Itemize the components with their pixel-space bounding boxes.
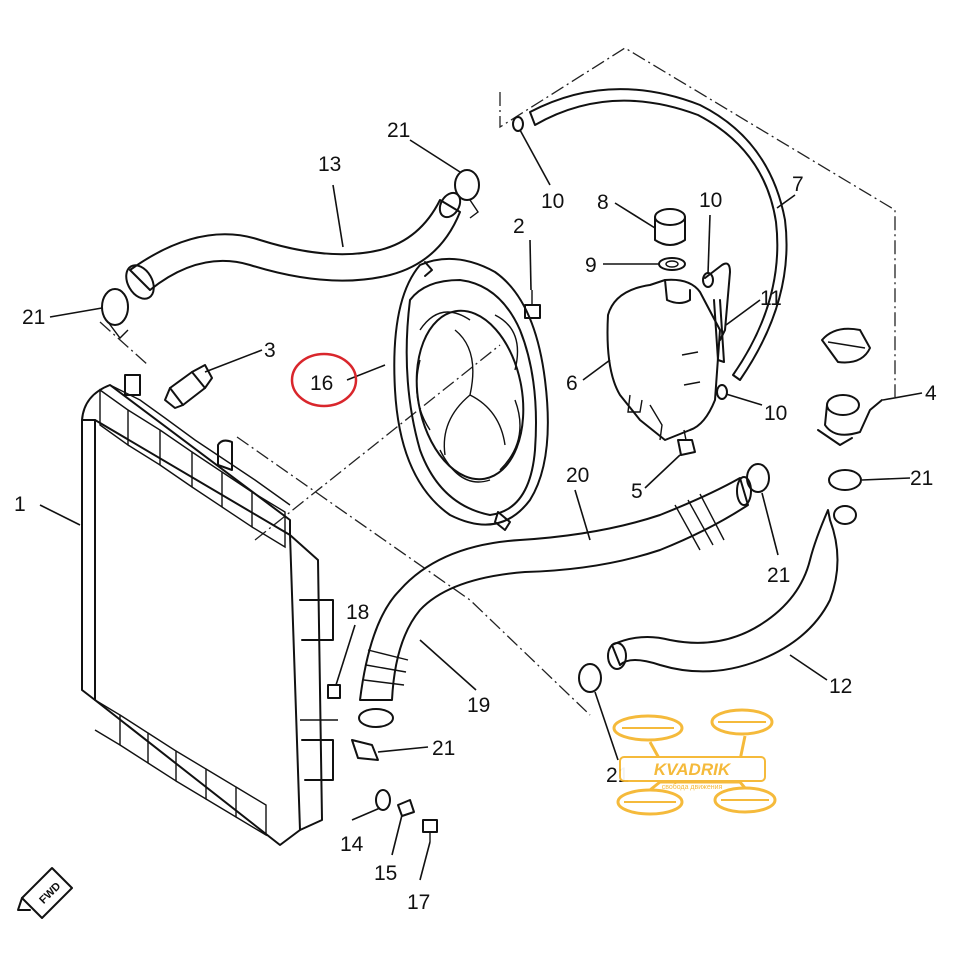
callout-12: 12 [829,675,852,698]
watermark-tagline: свобода движения [662,783,723,791]
filler-neck-housing [817,394,883,446]
highlight-circle [290,352,358,408]
callout-10-mid: 10 [699,189,722,212]
radiator: FWD [17,374,338,919]
hose-clamp-bottom [351,739,379,761]
callout-5: 5 [631,480,643,503]
callout-14: 14 [340,833,364,856]
upper-hose [125,191,462,300]
callout-15: 15 [374,862,397,885]
hose-clamp-upper-right [454,169,480,219]
hose-clip-10-low [716,384,728,400]
callout-19: 19 [467,694,490,717]
assembly-guide-lines [99,47,896,716]
callout-7: 7 [792,173,804,196]
hose-clip-10-top [512,116,524,132]
hose-clamp-right-mid [746,463,770,493]
callout-21-bottom: 21 [432,737,455,760]
bolt-2 [524,290,541,319]
callout-21-mid: 21 [767,564,790,587]
reservoir-cap [654,208,686,246]
washer-14 [375,789,391,811]
callout-8: 8 [597,191,609,214]
callout-17: 17 [407,891,430,914]
return-hose [607,505,857,673]
callout-3: 3 [264,339,276,362]
callout-16: 16 [310,372,333,395]
fwd-arrow-icon: FWD [17,867,73,919]
bolt-5 [677,429,696,456]
o-ring [658,257,686,271]
coolant-reservoir [606,262,731,441]
callout-11: 11 [760,287,782,310]
callout-20: 20 [566,464,589,487]
callout-6: 6 [566,372,578,395]
fwd-label: FWD [37,880,63,906]
callout-10-low: 10 [764,402,787,425]
hose-clamp-lower [578,663,602,693]
radiator-cap [821,327,871,364]
callout-9: 9 [585,254,597,277]
callout-21-top: 21 [387,119,410,142]
callout-2: 2 [513,215,525,238]
spacer-15 [397,799,415,817]
overflow-hose [529,88,788,381]
callout-10-top: 10 [541,190,564,213]
hose-clamp-right-upper [828,469,862,491]
callout-13: 13 [318,153,341,176]
lower-hose [358,476,752,728]
callout-18: 18 [346,601,369,624]
callout-4: 4 [925,382,937,405]
hose-clamp-upper-left [101,288,129,340]
kvadrik-watermark-logo: KVADRIK свобода движения [612,708,777,816]
callout-1: 1 [14,493,26,516]
breather-hose [713,299,725,363]
watermark-brand: KVADRIK [654,760,732,779]
callout-21-right: 21 [910,467,933,490]
cooling-fan [393,257,549,531]
callout-21-left: 21 [22,306,45,329]
callout-numbers: 1 2 3 4 5 6 7 8 9 10 10 10 11 12 13 14 1… [14,119,937,914]
bolt-18 [327,684,341,699]
callout-leaders [39,129,923,881]
bolt-17 [422,819,438,842]
